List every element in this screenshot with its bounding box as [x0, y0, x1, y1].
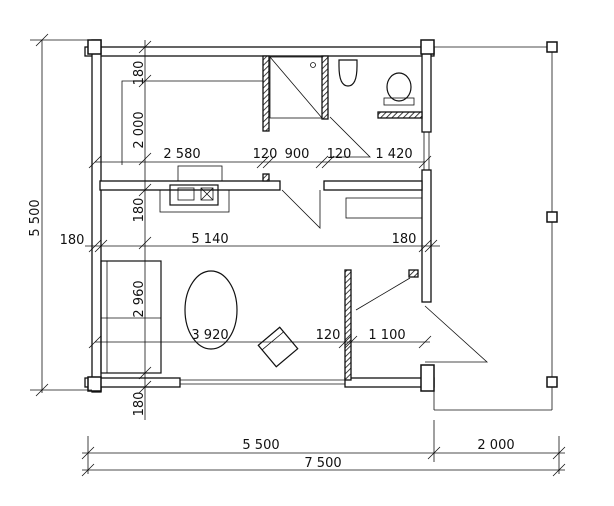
washbasin-icon [338, 59, 358, 87]
shower-tray [269, 56, 323, 119]
partition-shower [262, 55, 270, 132]
fixtures [100, 56, 423, 374]
exterior-walls [84, 39, 435, 393]
window-bottom [180, 379, 345, 385]
partition-hall [344, 269, 352, 381]
stove-icon [169, 184, 219, 206]
corner-post [87, 376, 102, 392]
dim-mid-wall: 180 [132, 198, 147, 223]
wall-right-lower [421, 169, 432, 303]
sofa-icon [100, 260, 162, 374]
dim-overall-height: 5 500 [28, 199, 43, 236]
dim-partition-c: 120 [316, 328, 341, 343]
door-hall [355, 277, 411, 311]
wall-top [84, 46, 435, 57]
dim-shower-width: 900 [285, 147, 310, 162]
dim-living-width: 5 140 [191, 232, 228, 247]
dimension-labels: 180 2 000 2 580 120 900 120 1 420 180 18… [28, 61, 515, 471]
armchair-icon [257, 326, 299, 368]
table-icon [184, 270, 238, 350]
wall-bottom-left [84, 377, 181, 388]
dim-right-wall: 180 [392, 232, 417, 247]
dim-living-depth: 2 960 [132, 280, 147, 317]
dim-partition-b: 120 [327, 147, 352, 162]
wall-right-upper [421, 46, 432, 133]
dim-house-width: 5 500 [242, 438, 279, 453]
dim-upper-left-room: 2 580 [163, 147, 200, 162]
doors [281, 116, 489, 363]
wall-post [262, 173, 270, 182]
dim-bath-length: 2 000 [132, 111, 147, 148]
shelf [345, 197, 423, 219]
terrace-post [546, 376, 558, 388]
wall-post [408, 269, 419, 278]
door-entrance [424, 305, 489, 363]
dim-bottom-wall: 180 [132, 392, 147, 417]
counter [159, 189, 230, 213]
terrace-post [546, 41, 558, 53]
window-right [423, 132, 430, 170]
door-living [281, 189, 321, 229]
dim-left-wall: 180 [60, 233, 85, 248]
terrace [433, 41, 558, 411]
toilet-icon [386, 72, 412, 102]
door-wc [329, 116, 371, 158]
dim-partition-a: 120 [253, 147, 278, 162]
partition-wc-short [377, 111, 423, 119]
dim-terrace-width: 2 000 [477, 438, 514, 453]
corner-post [87, 39, 102, 55]
partition-wc [321, 55, 329, 120]
dim-wc-width: 1 420 [375, 147, 412, 162]
stove-burner-icon [177, 187, 195, 201]
corner-post [420, 39, 435, 55]
wall-mid-right [323, 180, 423, 191]
dim-overall-width: 7 500 [304, 456, 341, 471]
dim-hall-width: 1 100 [368, 328, 405, 343]
dim-bath-depth: 180 [132, 61, 147, 86]
stove-burner-icon [200, 187, 214, 201]
wall-left [91, 39, 102, 393]
dimension-lines [30, 33, 566, 477]
terrace-post [546, 211, 558, 223]
corner-post [420, 364, 435, 392]
kitchen-nook [177, 165, 223, 182]
toilet-tank-icon [383, 97, 415, 106]
dim-living-room: 3 920 [191, 328, 228, 343]
